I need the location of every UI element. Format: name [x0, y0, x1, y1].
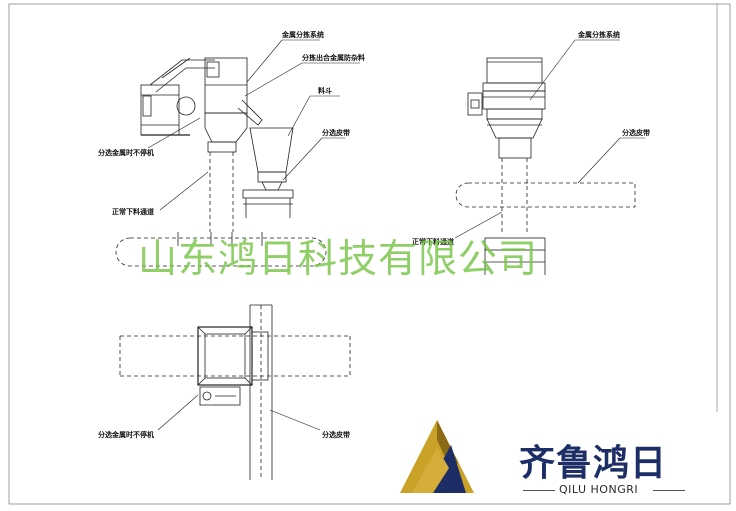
label-tr-down-chute: 正常下料通道: [412, 237, 454, 246]
label-tl-alloy-anti-mixing: 分拣出合金属防杂料: [302, 53, 365, 62]
bottom-plan-view: [119, 304, 351, 480]
label-bottom-no-stop: 分选金属时不停机: [98, 430, 154, 439]
label-tl-belt: 分选皮带: [322, 128, 350, 137]
brand-divider-right: [653, 490, 685, 491]
label-tl-no-stop: 分选金属时不停机: [98, 148, 154, 157]
brand-name-en: QILU HONGRI: [559, 483, 639, 496]
label-tl-down-chute: 正常下料通道: [112, 207, 154, 216]
diagram-labels: 金属分拣系统 分拣出合金属防杂料 料斗 分选皮带 分选金属时不停机 正常下料通道…: [98, 30, 650, 439]
brand-divider-left: [523, 490, 555, 491]
drawing-frame: [8, 3, 731, 505]
top-right-elevation-view: [454, 39, 645, 275]
brand-logo-icon: [400, 420, 474, 493]
label-tl-hopper: 料斗: [318, 86, 332, 95]
label-tr-metal-system: 金属分拣系统: [577, 30, 620, 39]
company-watermark: 山东鸿日科技有限公司: [138, 237, 539, 282]
label-tl-metal-system: 金属分拣系统: [281, 30, 324, 39]
brand-name-cn: 齐鲁鸿日: [519, 443, 668, 484]
label-bottom-belt: 分选皮带: [322, 430, 350, 439]
label-tr-belt: 分选皮带: [622, 128, 650, 137]
top-left-elevation-view: [115, 39, 360, 267]
